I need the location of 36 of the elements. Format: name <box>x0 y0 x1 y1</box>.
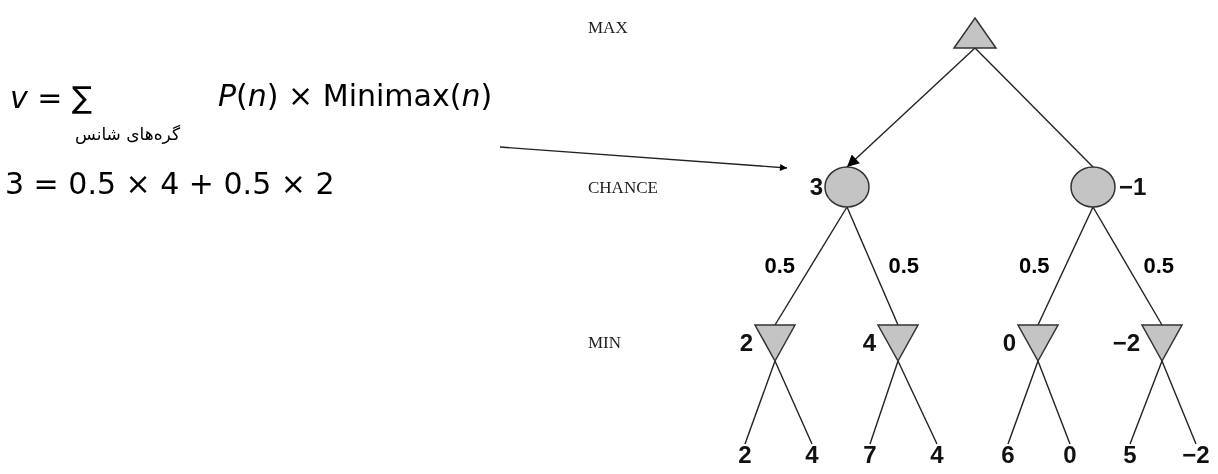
leaf-value: 7 <box>862 440 878 470</box>
leaf-value: −2 <box>1181 440 1211 470</box>
formula-text: v = ∑ <box>10 80 93 116</box>
leaf-value: 5 <box>1122 440 1138 470</box>
tree-edge <box>744 360 776 445</box>
node-value: −1 <box>1119 172 1147 202</box>
node-value: 0 <box>1002 328 1016 358</box>
node-value: 2 <box>739 328 753 358</box>
leaf-value: 4 <box>929 440 945 470</box>
node-value: 4 <box>862 328 876 358</box>
tree-edge <box>1129 360 1163 445</box>
node-value: −2 <box>1112 328 1140 358</box>
tree-edge <box>897 360 938 445</box>
arrow <box>846 47 976 168</box>
level-label: MIN <box>588 333 622 353</box>
equation-text: 3 = 0.5 × 4 + 0.5 × 2 <box>5 166 335 202</box>
tree-edge <box>774 360 813 445</box>
tree-edge <box>846 206 899 326</box>
leaf-value: 6 <box>1000 440 1016 470</box>
level-label: CHANCE <box>588 178 658 198</box>
leaf-value: 2 <box>737 440 753 470</box>
tree-edge <box>974 47 1094 168</box>
level-label: MAX <box>588 18 628 38</box>
leaf-value: 4 <box>804 440 820 470</box>
summation-subscript: گره‌های شانس <box>75 123 181 145</box>
tree-edge <box>1037 206 1094 326</box>
tree-edge <box>1092 206 1163 326</box>
tree-edge <box>1007 360 1039 445</box>
node-value: 3 <box>809 172 823 202</box>
tree-edge <box>1037 360 1071 445</box>
leaf-value: 0 <box>1062 440 1078 470</box>
tree-edge <box>774 206 848 326</box>
formula-text: P(n) × Minimax(n) <box>218 78 493 114</box>
tree-edge <box>869 360 899 445</box>
leader-line <box>499 146 788 171</box>
tree-edge <box>1161 360 1197 445</box>
